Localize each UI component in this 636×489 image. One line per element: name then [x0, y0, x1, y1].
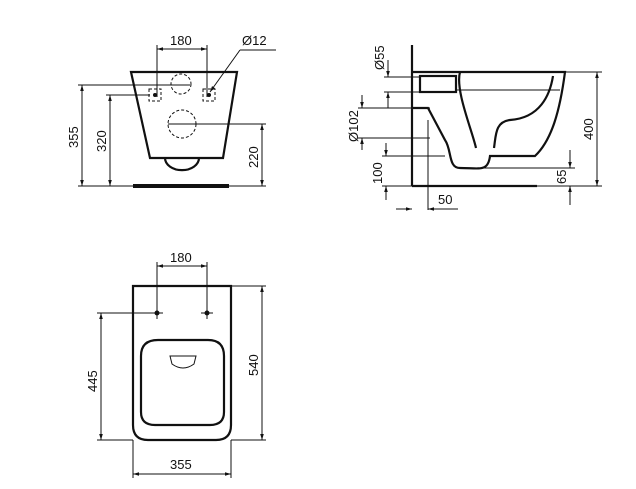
- top-view: 180 445 540 355: [85, 250, 266, 478]
- front-dim-diameter-12: Ø12: [242, 33, 267, 48]
- top-dim-180: 180: [170, 250, 192, 265]
- side-dim-65: 65: [554, 170, 569, 184]
- side-dim-50: 50: [438, 192, 452, 207]
- front-dim-180: 180: [170, 33, 192, 48]
- top-dim-540: 540: [246, 354, 261, 376]
- side-dim-diameter-55: Ø55: [372, 45, 387, 70]
- side-view: Ø55 Ø102 100 400 65 50: [346, 45, 602, 211]
- front-dim-355: 355: [66, 126, 81, 148]
- side-dim-400: 400: [581, 118, 596, 140]
- front-dim-320: 320: [94, 130, 109, 152]
- front-dim-220: 220: [246, 146, 261, 168]
- top-dim-355: 355: [170, 457, 192, 472]
- side-dim-diameter-102: Ø102: [346, 110, 361, 142]
- side-dim-100: 100: [370, 162, 385, 184]
- front-view: 180 Ø12 355 320 220: [66, 33, 276, 188]
- top-dim-445: 445: [85, 370, 100, 392]
